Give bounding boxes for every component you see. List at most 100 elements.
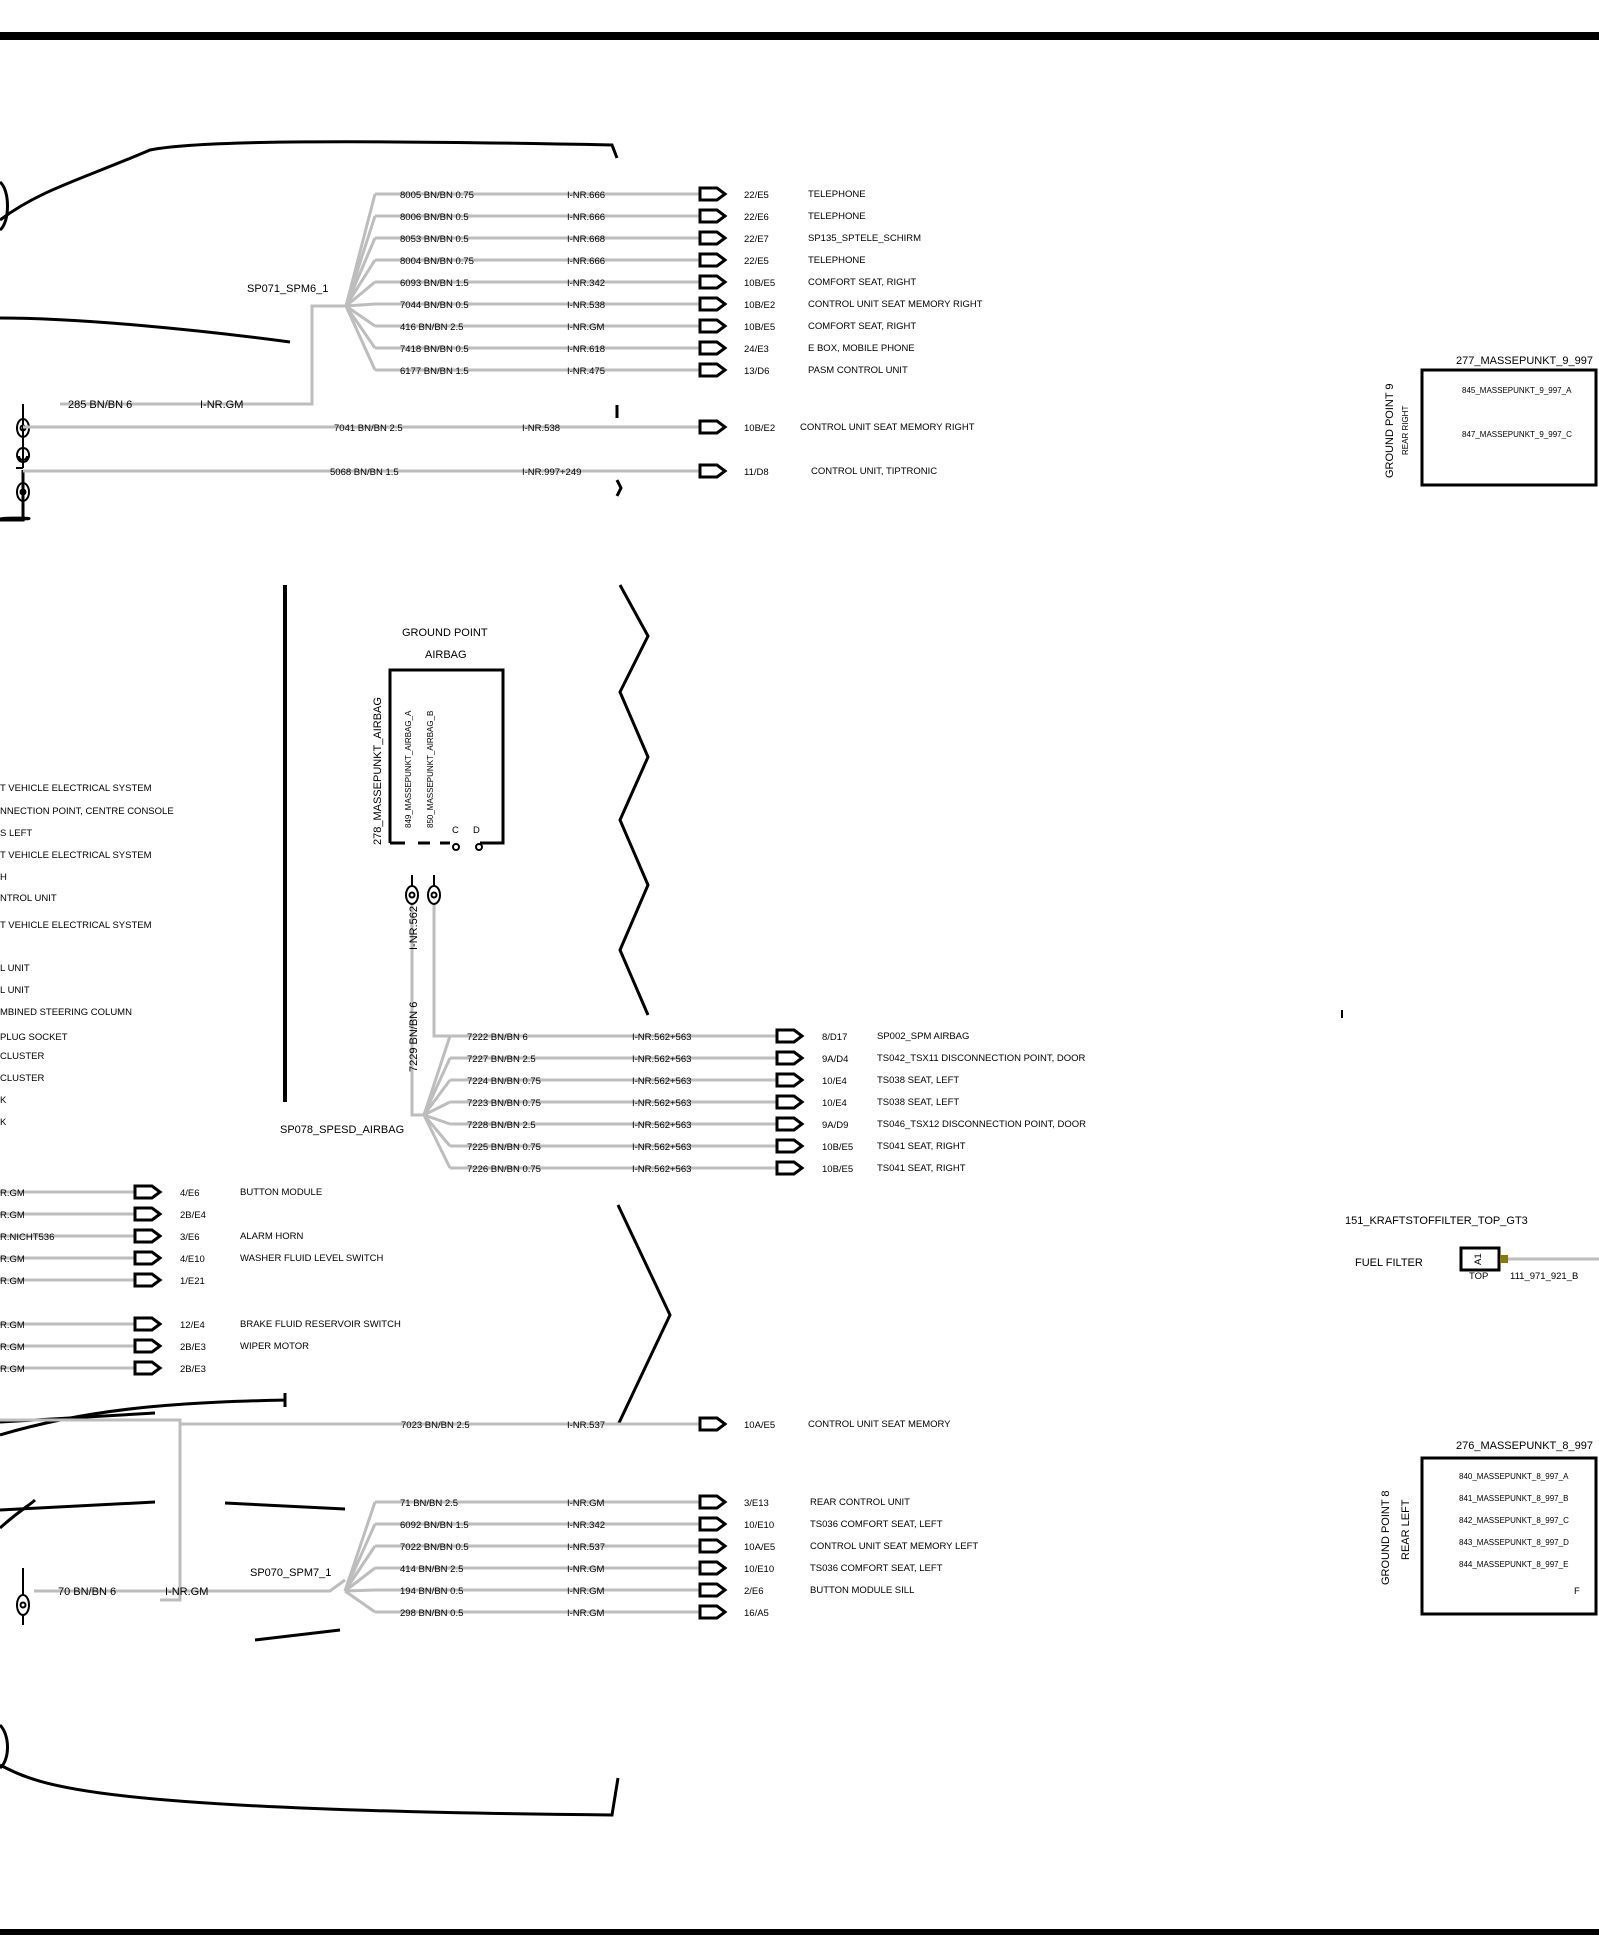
inr-label: I-NR.562+563 [632, 1032, 691, 1043]
inr-label: I-NR.342 [567, 1520, 605, 1531]
ref-label: 22/E5 [744, 190, 769, 201]
ref-label: 12/E4 [180, 1320, 205, 1331]
connector-arrow-icon [133, 1228, 163, 1244]
connector-arrow-icon [698, 1560, 728, 1576]
airbag-title2: AIRBAG [425, 649, 467, 661]
fan-wire [345, 302, 376, 308]
inr-label: I-NR.342 [567, 278, 605, 289]
wire-label: 194 BN/BN 0.5 [400, 1586, 463, 1597]
dest-label: E BOX, MOBILE PHONE [808, 343, 915, 354]
dest-label: COMFORT SEAT, RIGHT [808, 277, 916, 288]
ref-label: 4/E6 [180, 1188, 200, 1199]
ref-label: 22/E7 [744, 234, 769, 245]
ref-label: 4/E10 [180, 1254, 205, 1265]
wire-label: 7023 BN/BN 2.5 [401, 1420, 470, 1431]
wire-label: 7223 BN/BN 0.75 [467, 1098, 541, 1109]
fan-wire [422, 1057, 452, 1116]
dest-label: PASM CONTROL UNIT [808, 365, 908, 376]
connector-arrow-icon [698, 1516, 728, 1532]
wire-label: 7022 BN/BN 0.5 [400, 1542, 469, 1553]
sp071-label: SP071_SPM6_1 [247, 283, 328, 295]
dest-label: CONTROL UNIT, TIPTRONIC [811, 466, 937, 477]
dest-label: WIPER MOTOR [240, 1341, 309, 1352]
dest-label: TS036 COMFORT SEAT, LEFT [810, 1519, 943, 1530]
ground-point-8: 276_MASSEPUNKT_8_997 840_MASSEPUNKT_8_99… [1380, 1440, 1598, 1616]
left-label: NNECTION POINT, CENTRE CONSOLE [0, 806, 174, 817]
airbag-pin-c: C [452, 825, 459, 836]
dest-label: CONTROL UNIT SEAT MEMORY [808, 1419, 951, 1430]
ref-label: 3/E6 [180, 1232, 200, 1243]
wire-label: 7222 BN/BN 6 [467, 1032, 528, 1043]
dest-label: TS036 COMFORT SEAT, LEFT [810, 1563, 943, 1574]
dest-label: COMFORT SEAT, RIGHT [808, 321, 916, 332]
ref-label: 10B/E5 [744, 322, 775, 333]
inr-label: I-NR.666 [567, 256, 605, 267]
ground8-pin-f: F [1574, 1586, 1580, 1597]
fuel-sub: TOP [1469, 1271, 1488, 1282]
airbag-splice-label: SP078_SPESD_AIRBAG [280, 1124, 404, 1136]
fan-wire [423, 1100, 451, 1117]
wire-label: 7418 BN/BN 0.5 [400, 344, 469, 355]
connector-arrow-icon [698, 252, 728, 268]
wire-label: 7224 BN/BN 0.75 [467, 1076, 541, 1087]
ref-label: 2/E6 [744, 1586, 764, 1597]
dest-label: CONTROL UNIT SEAT MEMORY RIGHT [800, 422, 975, 433]
connector-arrow-icon [698, 296, 728, 312]
inr-label: I-NR.668 [567, 234, 605, 245]
inr-label: I-NR.562+563 [632, 1054, 691, 1065]
connector-arrow-icon [698, 362, 728, 378]
airbag-fan [422, 1035, 452, 1169]
wire-label: 416 BN/BN 2.5 [400, 322, 463, 333]
connector-arrow-icon [775, 1050, 805, 1066]
fan-wire [345, 280, 376, 308]
inr-label: I-NR.666 [567, 190, 605, 201]
inr-label: R.NICHT536 [0, 1232, 54, 1243]
connector-arrow-icon [698, 230, 728, 246]
ground8-title: 276_MASSEPUNKT_8_997 [1456, 1440, 1593, 1452]
inr-label: I-NR.GM [567, 1564, 605, 1575]
ground9-pin-a: 845_MASSEPUNKT_9_997_A [1462, 386, 1572, 395]
ground9-title: 277_MASSEPUNKT_9_997 [1456, 355, 1593, 367]
connector-arrow-icon [698, 463, 728, 479]
dest-label: TS038 SEAT, LEFT [877, 1075, 959, 1086]
left-label: T VEHICLE ELECTRICAL SYSTEM [0, 850, 152, 861]
left-label: K [0, 1117, 7, 1128]
dest-label: WASHER FLUID LEVEL SWITCH [240, 1253, 384, 1264]
ref-label: 1/E21 [180, 1276, 205, 1287]
bottom-border [0, 1929, 1599, 1935]
connector-arrow-icon [133, 1272, 163, 1288]
ground8-pin-e: 844_MASSEPUNKT_8_997_E [1459, 1560, 1568, 1569]
ref-label: 10B/E5 [822, 1164, 853, 1175]
dest-label: BUTTON MODULE [240, 1187, 322, 1198]
fuel-pin: A1 [1473, 1253, 1484, 1265]
ground9-pin-c: 847_MASSEPUNKT_9_997_C [1462, 430, 1572, 439]
ground8-side1: GROUND POINT 8 [1380, 1490, 1392, 1585]
dest-label: TS038 SEAT, LEFT [877, 1097, 959, 1108]
inr-label: I-NR.666 [567, 212, 605, 223]
sp070-feed-inr: I-NR.GM [165, 1586, 208, 1598]
wire-label: 7041 BN/BN 2.5 [334, 423, 403, 434]
connector-arrow-icon [775, 1160, 805, 1176]
sp071-fan [344, 193, 377, 371]
wire-label: 7225 BN/BN 0.75 [467, 1142, 541, 1153]
dest-label: REAR CONTROL UNIT [810, 1497, 910, 1508]
sp071-feed-inr: I-NR.GM [200, 399, 243, 411]
ref-label: 8/D17 [822, 1032, 847, 1043]
memory-row [0, 1418, 700, 1602]
dest-label: TS042_TSX11 DISCONNECTION POINT, DOOR [877, 1053, 1085, 1064]
inr-label: I-NR.475 [567, 366, 605, 377]
dest-label: TELEPHONE [808, 189, 866, 200]
fan-wire [423, 1113, 451, 1126]
ref-label: 11/D8 [744, 467, 769, 478]
inr-label: I-NR.537 [567, 1542, 605, 1553]
left-label: T VEHICLE ELECTRICAL SYSTEM [0, 783, 152, 794]
inr-label: I-NR.GM [567, 322, 605, 333]
wire-label: 5068 BN/BN 1.5 [330, 467, 399, 478]
inr-label: I-NR.562+563 [632, 1098, 691, 1109]
fan-wire [344, 237, 377, 307]
left-label: NTROL UNIT [0, 893, 57, 904]
